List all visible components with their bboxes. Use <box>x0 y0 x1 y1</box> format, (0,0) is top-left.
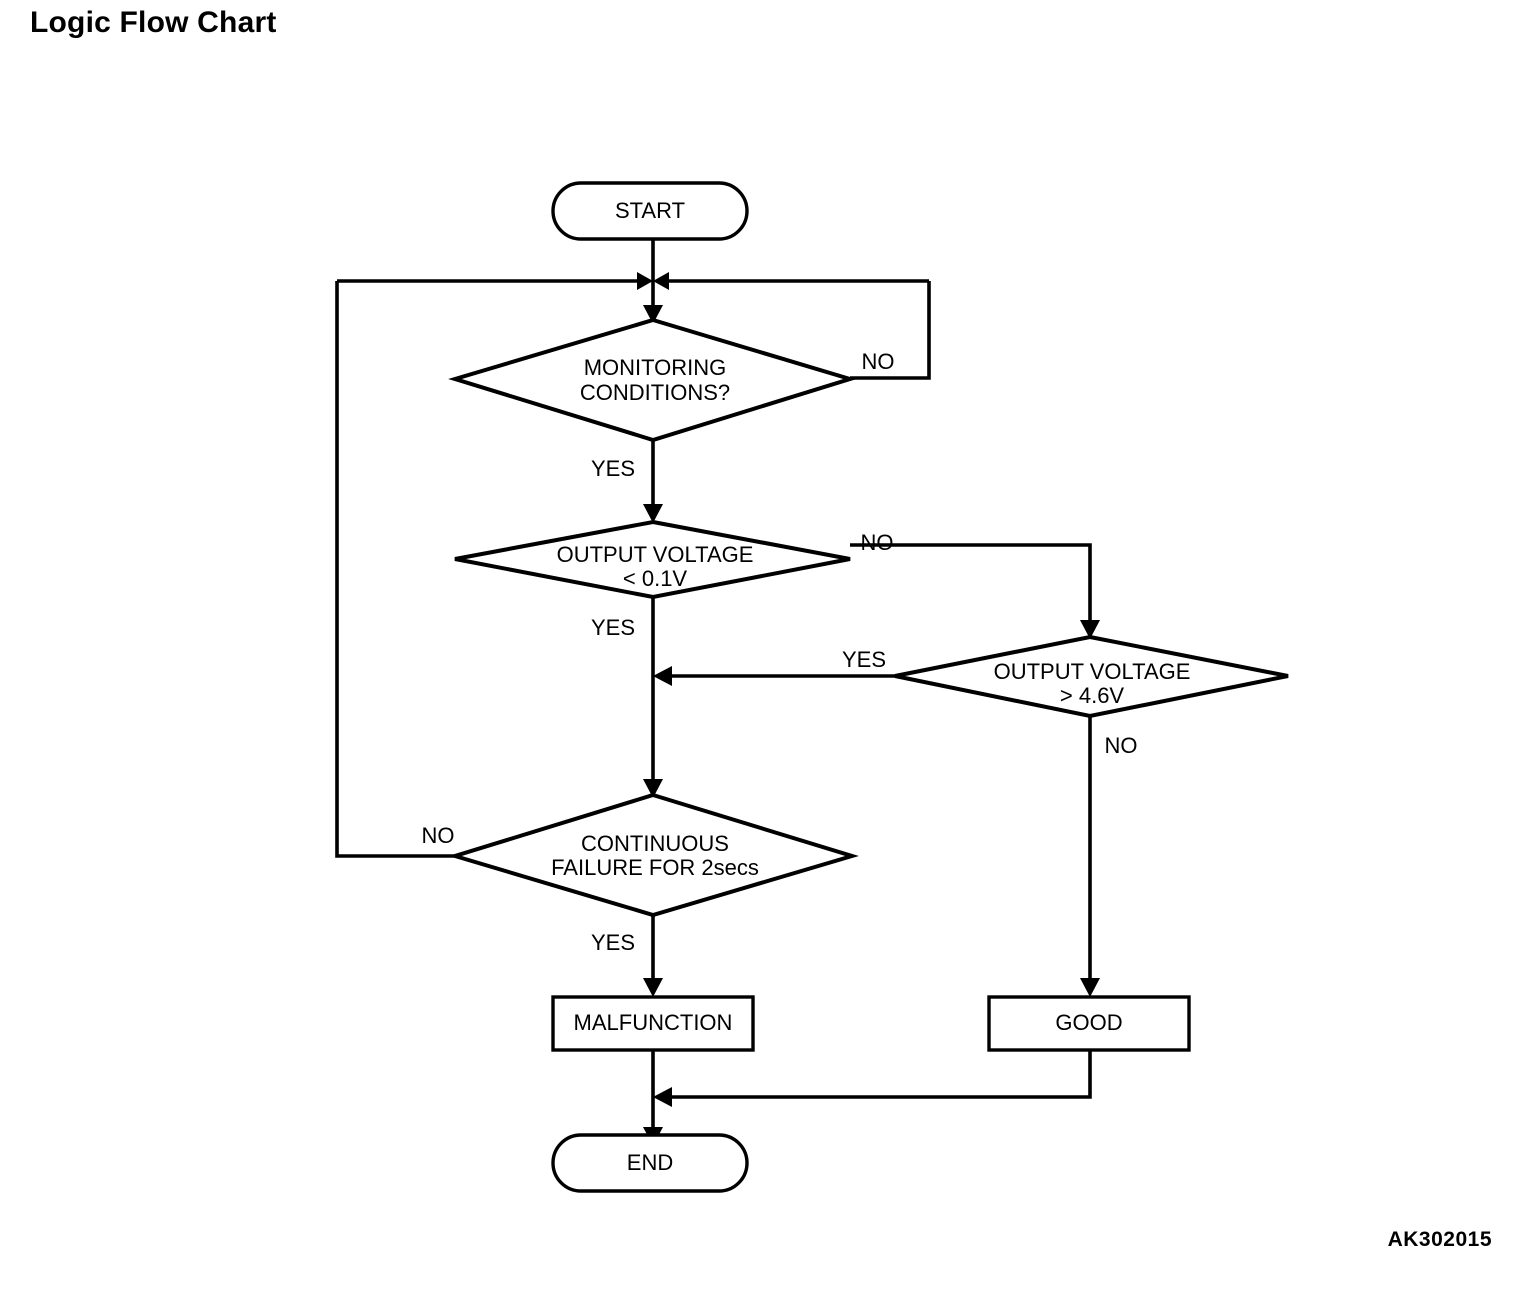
arrowhead-into-monitoring <box>643 305 663 324</box>
edge-label-continuous-no: NO <box>422 823 455 848</box>
node-start-label: START <box>615 198 685 223</box>
edge-good-to-merge <box>667 1050 1092 1099</box>
arrowhead-into-good <box>1080 978 1100 997</box>
edge-continuous-no-path <box>335 281 455 858</box>
node-continuous-label-line1: CONTINUOUS <box>581 831 729 856</box>
node-monitoring-label-line2: CONDITIONS? <box>580 380 730 405</box>
node-monitoring-conditions[interactable] <box>448 317 857 443</box>
edge-label-volt-high-yes: YES <box>842 647 886 672</box>
edge-label-volt-low-yes: YES <box>591 615 635 640</box>
arrowhead-volt-high-yes <box>653 666 672 686</box>
edge-label-volt-high-no: NO <box>1105 733 1138 758</box>
edge-label-monitoring-no: NO <box>862 349 895 374</box>
edge-volt-low-no-path <box>850 543 1092 627</box>
edge-label-monitoring-yes: YES <box>591 456 635 481</box>
arrowhead-into-volt-high <box>1080 620 1100 639</box>
edge-label-continuous-yes: YES <box>591 930 635 955</box>
edge-monitoring-no-path <box>850 281 931 380</box>
arrowhead-into-malfunction <box>643 978 663 997</box>
node-good-label: GOOD <box>1055 1010 1122 1035</box>
node-continuous-label-line2: FAILURE FOR 2secs <box>551 855 759 880</box>
arrowhead-into-continuous <box>643 779 663 798</box>
node-output-voltage-high[interactable] <box>894 634 1289 719</box>
node-end-label: END <box>627 1150 673 1175</box>
arrowhead-left-loop-return <box>637 272 653 290</box>
node-monitoring-label-line1: MONITORING <box>584 355 727 380</box>
arrowhead-right-loop-return <box>653 272 669 290</box>
node-end[interactable] <box>551 1133 749 1193</box>
page-title: Logic Flow Chart <box>30 6 277 39</box>
node-continuous-failure[interactable] <box>448 792 859 918</box>
node-good[interactable] <box>987 995 1191 1052</box>
node-volt-low-label-line2: < 0.1V <box>623 566 688 591</box>
arrowhead-into-volt-low <box>643 504 663 523</box>
node-malfunction-label: MALFUNCTION <box>574 1010 733 1035</box>
node-volt-low-label-line1: OUTPUT VOLTAGE <box>557 542 754 567</box>
reference-code: AK302015 <box>1387 1228 1492 1251</box>
node-volt-high-label-line1: OUTPUT VOLTAGE <box>994 659 1191 684</box>
edge-label-volt-low-no: NO <box>861 530 894 555</box>
node-volt-high-label-line2: > 4.6V <box>1060 683 1125 708</box>
node-malfunction[interactable] <box>551 995 755 1052</box>
arrowhead-good-merge <box>653 1087 672 1107</box>
node-start[interactable] <box>551 181 749 241</box>
node-output-voltage-low[interactable] <box>454 519 851 600</box>
